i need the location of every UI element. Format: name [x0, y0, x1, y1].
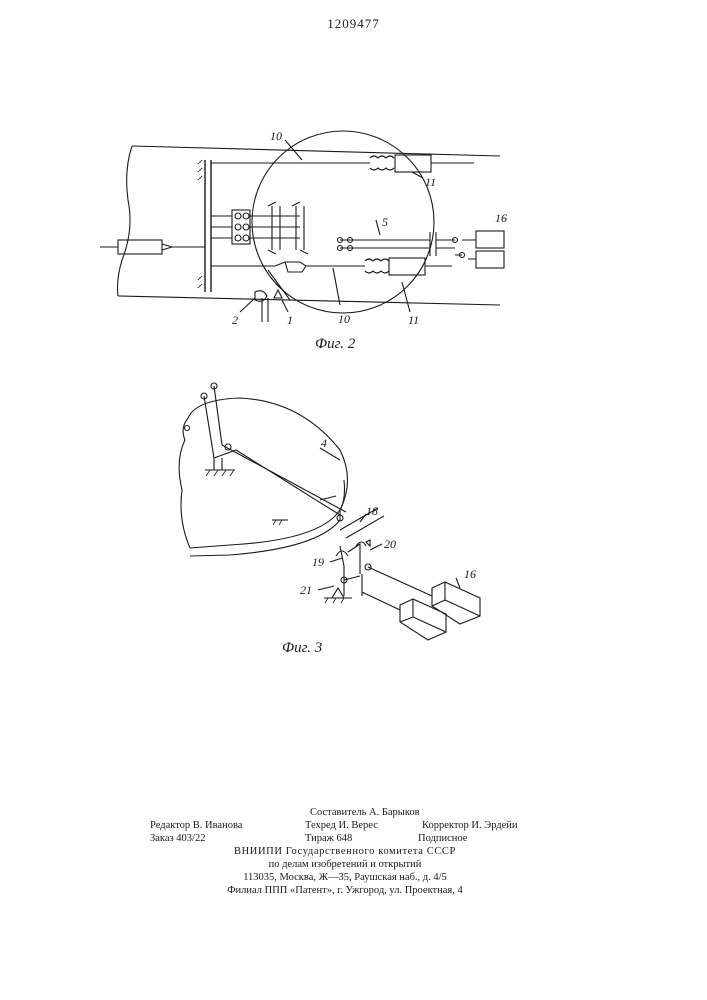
imprint-subscription: Подписное — [418, 832, 467, 845]
fig2-label-1: 1 — [287, 313, 293, 327]
fig2-label-2: 2 — [232, 313, 238, 327]
fig2-label-16: 16 — [495, 211, 507, 225]
imprint-org: ВНИИПИ Государственного комитета СССР — [150, 845, 540, 858]
fig2-caption: Фиг. 2 — [315, 336, 356, 352]
fig3-label-19: 19 — [312, 555, 324, 569]
fig2-label-5: 5 — [382, 215, 388, 229]
imprint-circulation: Тираж 648 — [305, 832, 352, 845]
fig2-label-10-bottom: 10 — [338, 312, 350, 326]
imprint-org-dept: по делам изобретений и открытий — [150, 858, 540, 871]
fig3-label-18: 18 — [366, 504, 378, 518]
imprint-order: Заказ 403/22 — [150, 832, 205, 845]
imprint-compiler: Составитель А. Барыков — [310, 806, 420, 819]
fig2-label-11-top: 11 — [425, 175, 436, 189]
imprint-techred: Техред И. Верес — [305, 819, 378, 832]
fig2-label-10-top: 10 — [270, 129, 282, 143]
imprint-corrector: Корректор И. Эрдейи — [422, 819, 518, 832]
fig3-caption: Фиг. 3 — [282, 640, 322, 656]
fig3-label-16: 16 — [464, 567, 476, 581]
imprint-block: Составитель А. Барыков Редактор В. Ивано… — [150, 806, 540, 897]
imprint-address: 113035, Москва, Ж—35, Раушская наб., д. … — [150, 871, 540, 884]
fig3-label-21: 21 — [300, 583, 312, 597]
fig2-label-11-bottom: 11 — [408, 313, 419, 327]
figure-2: 10 10 11 11 5 16 2 1 Фиг. 2 — [100, 129, 507, 352]
imprint-editor: Редактор В. Иванова — [150, 819, 242, 832]
fig3-label-20: 20 — [384, 537, 396, 551]
imprint-branch: Филиал ППП «Патент», г. Ужгород, ул. Про… — [150, 884, 540, 897]
figure-3: 4 18 20 19 21 16 Фиг. 3 — [179, 383, 480, 656]
fig3-label-4: 4 — [321, 436, 327, 450]
